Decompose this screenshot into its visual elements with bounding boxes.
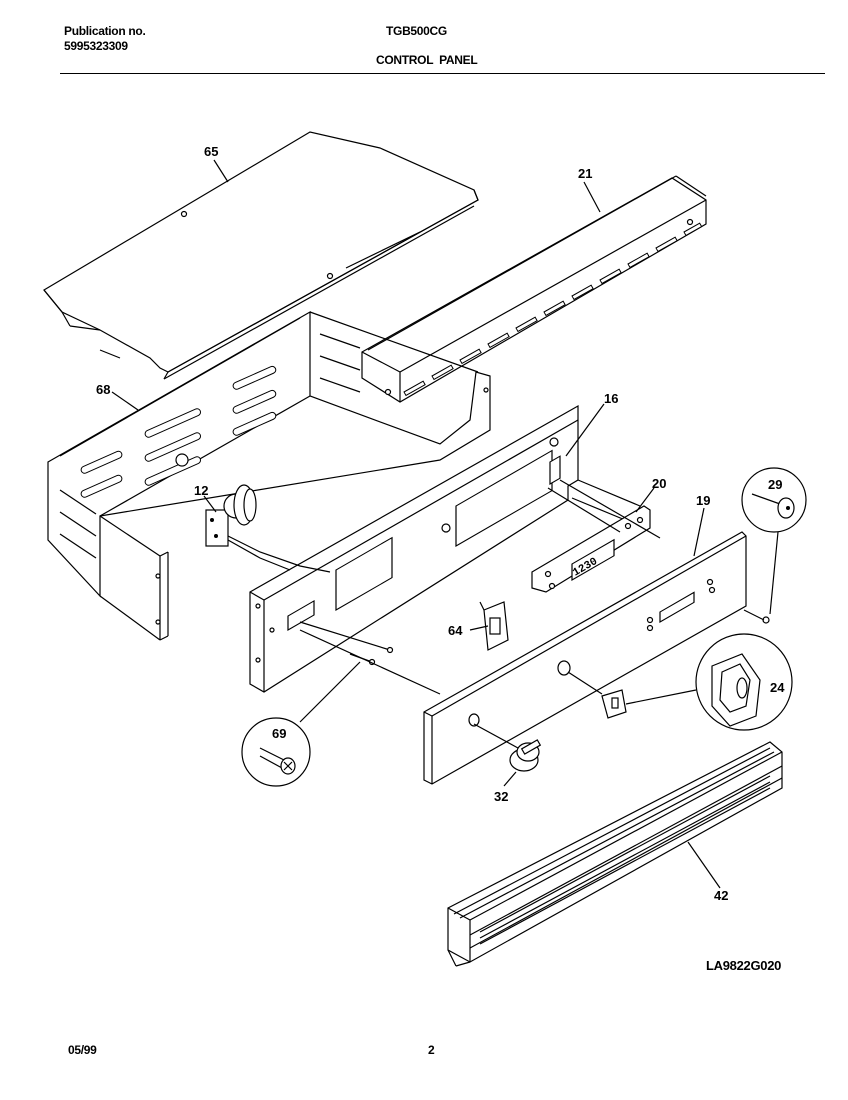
callout-12: 12 — [194, 483, 208, 498]
callout-69: 69 — [272, 726, 286, 741]
callout-32: 32 — [494, 789, 508, 804]
box-vent-slots — [80, 365, 277, 498]
trim-louvres — [479, 775, 771, 945]
part-64-switch — [479, 601, 509, 651]
detail-24-bubble — [625, 633, 793, 731]
part-19-front-panel — [423, 531, 747, 785]
detail-69-bubble — [241, 661, 361, 787]
header-rule — [60, 73, 825, 74]
part-65-top-cover — [43, 131, 479, 380]
callout-29: 29 — [768, 477, 782, 492]
publication-number: 5995323309 — [64, 39, 128, 53]
page-number: 2 — [428, 1043, 435, 1057]
callout-16: 16 — [604, 391, 618, 406]
part-32-knob — [473, 723, 542, 772]
rail-vent-slots — [403, 222, 703, 397]
footer-date: 05/99 — [68, 1043, 97, 1057]
callout-20: 20 — [652, 476, 666, 491]
part-42-bottom-trim — [447, 741, 783, 967]
callout-21: 21 — [578, 166, 592, 181]
part-12-valve — [205, 484, 331, 573]
part-16-panel-bracket — [249, 404, 641, 693]
publication-label: Publication no. — [64, 24, 146, 38]
callout-68: 68 — [96, 382, 110, 397]
detail-29-bubble — [741, 467, 807, 533]
leader-lines — [111, 159, 721, 889]
callout-42: 42 — [714, 888, 728, 903]
callout-19: 19 — [696, 493, 710, 508]
model-number: TGB500CG — [386, 24, 447, 38]
section-title: CONTROL PANEL — [376, 53, 478, 67]
part-68-back-box — [47, 310, 491, 641]
part-20-clock-board: 1230 — [531, 505, 651, 593]
callout-64: 64 — [448, 623, 463, 638]
drawing-code: LA9822G020 — [706, 958, 782, 973]
loose-screws — [299, 479, 779, 695]
callout-24: 24 — [770, 680, 785, 695]
part-21-vent-rail — [361, 175, 707, 403]
callout-65: 65 — [204, 144, 218, 159]
part-24-switch-small — [567, 671, 627, 719]
